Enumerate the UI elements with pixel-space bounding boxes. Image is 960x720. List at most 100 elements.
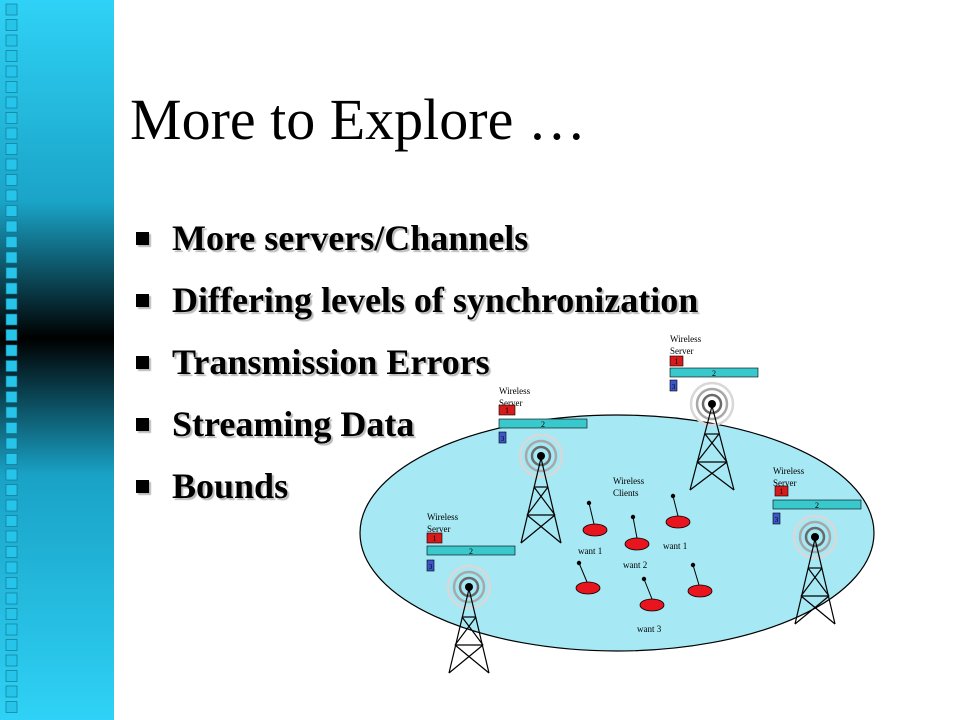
bullet-text: Differing levels of synchronization xyxy=(172,280,699,320)
wireless-server-3: Wireless Server 1 2 3 xyxy=(772,466,862,625)
sidebar-square xyxy=(5,112,18,124)
sidebar-square xyxy=(5,329,18,341)
sidebar-square xyxy=(5,391,18,403)
bullet-item-transmission-errors: Transmission Errors xyxy=(132,336,698,398)
server-label-line2: Server xyxy=(499,398,523,408)
sidebar-square xyxy=(5,282,18,295)
channel-1-label: 1 xyxy=(505,406,509,415)
server-label-line1: Wireless xyxy=(773,466,805,476)
sidebar-decoration xyxy=(0,0,114,720)
channel-1-box: 1 xyxy=(426,532,443,544)
channel-1-label: 1 xyxy=(780,487,784,496)
channel-2-bar: 2 xyxy=(498,418,588,429)
sidebar-square xyxy=(5,406,18,419)
channel-2-label: 2 xyxy=(712,369,716,378)
sidebar-square xyxy=(5,437,18,450)
client-device-icon xyxy=(582,500,608,537)
sidebar-square xyxy=(5,608,18,620)
bullet-item-synchronization: Differing levels of synchronization xyxy=(132,274,698,336)
wireless-server-2: Wireless Server 1 2 3 xyxy=(498,386,588,544)
server-label-line2: Server xyxy=(427,524,451,534)
sidebar-square xyxy=(5,499,18,512)
sidebar-square xyxy=(5,639,18,651)
sidebar-square xyxy=(5,561,18,574)
channel-1-box: 1 xyxy=(498,404,516,416)
server-label-line2: Server xyxy=(773,478,797,488)
sidebar-square xyxy=(5,344,18,357)
channel-1-box: 1 xyxy=(669,355,684,367)
channel-1-box: 1 xyxy=(774,485,789,497)
square-bullet-icon xyxy=(136,480,149,493)
sidebar-square xyxy=(5,453,18,465)
bullet-text: Transmission Errors xyxy=(172,342,490,382)
bullet-item-streaming-data: Streaming Data xyxy=(132,398,698,460)
client-device-icon xyxy=(624,514,650,551)
sidebar-square xyxy=(5,592,18,605)
sidebar-square xyxy=(5,484,18,496)
sidebar-square xyxy=(5,143,18,155)
channel-3-label: 3 xyxy=(501,435,505,443)
channel-1-label: 1 xyxy=(433,534,437,543)
sidebar-square xyxy=(5,375,18,388)
client-label: want 3 xyxy=(637,624,662,634)
square-bullet-icon xyxy=(136,232,149,245)
channel-3-box: 3 xyxy=(498,431,507,444)
sidebar-square xyxy=(5,127,18,140)
client-label: want 1 xyxy=(578,546,602,556)
channel-2-bar: 2 xyxy=(772,499,862,510)
sidebar-square xyxy=(5,654,18,667)
antenna-tower-icon xyxy=(792,514,838,625)
sidebar-square xyxy=(5,267,18,279)
sidebar-square xyxy=(5,670,18,682)
bullet-text: Bounds xyxy=(172,466,289,506)
sidebar-square xyxy=(5,251,18,264)
bullet-item-bounds: Bounds xyxy=(132,460,698,522)
channel-2-label: 2 xyxy=(541,420,545,429)
sidebar-square xyxy=(5,468,18,481)
bullet-item-more-servers: More servers/Channels xyxy=(132,212,698,274)
channel-3-box: 3 xyxy=(669,379,678,392)
square-bullet-icon xyxy=(136,356,149,369)
client-label: want 1 xyxy=(663,541,687,551)
client-device-icon xyxy=(575,560,601,595)
clients-label-line2: Clients xyxy=(613,488,639,498)
sidebar-square xyxy=(5,205,18,217)
sidebar-square xyxy=(5,298,18,310)
channel-2-label: 2 xyxy=(815,501,819,510)
bullet-list: More servers/Channels Differing levels o… xyxy=(132,212,698,522)
client-device-icon xyxy=(665,493,691,529)
server-label-line1: Wireless xyxy=(670,334,702,344)
client-device-icon xyxy=(639,576,665,612)
channel-3-box: 3 xyxy=(426,559,435,572)
channel-3-box: 3 xyxy=(772,512,781,525)
sidebar-square xyxy=(5,530,18,543)
channel-1-label: 1 xyxy=(675,357,679,366)
sidebar-square xyxy=(5,3,18,16)
sidebar-square xyxy=(5,546,18,558)
bullet-text: More servers/Channels xyxy=(172,218,529,258)
sidebar-square xyxy=(5,220,18,233)
server-label-line1: Wireless xyxy=(499,386,531,396)
sidebar-square xyxy=(5,701,18,713)
wireless-server-1: Wireless Server 1 2 3 xyxy=(669,334,759,491)
square-bullet-icon xyxy=(136,294,149,307)
sidebar-square xyxy=(5,422,18,434)
sidebar-square xyxy=(5,174,18,186)
sidebar-square xyxy=(5,236,18,248)
sidebar-square xyxy=(5,360,18,372)
sidebar-square xyxy=(5,96,18,109)
sidebar-square xyxy=(5,158,18,171)
channel-2-bar: 2 xyxy=(426,545,516,556)
sidebar-square xyxy=(5,515,18,527)
client-label: want 2 xyxy=(623,560,647,570)
channel-3-label: 3 xyxy=(672,383,676,391)
wireless-server-4: Wireless Server 1 2 3 xyxy=(426,512,516,674)
antenna-tower-icon xyxy=(518,433,564,544)
server-label-line1: Wireless xyxy=(427,512,459,522)
clients-label-line1: Wireless xyxy=(613,476,645,486)
sidebar-square xyxy=(5,34,18,47)
sidebar-square xyxy=(5,313,18,326)
sidebar-square xyxy=(5,623,18,636)
